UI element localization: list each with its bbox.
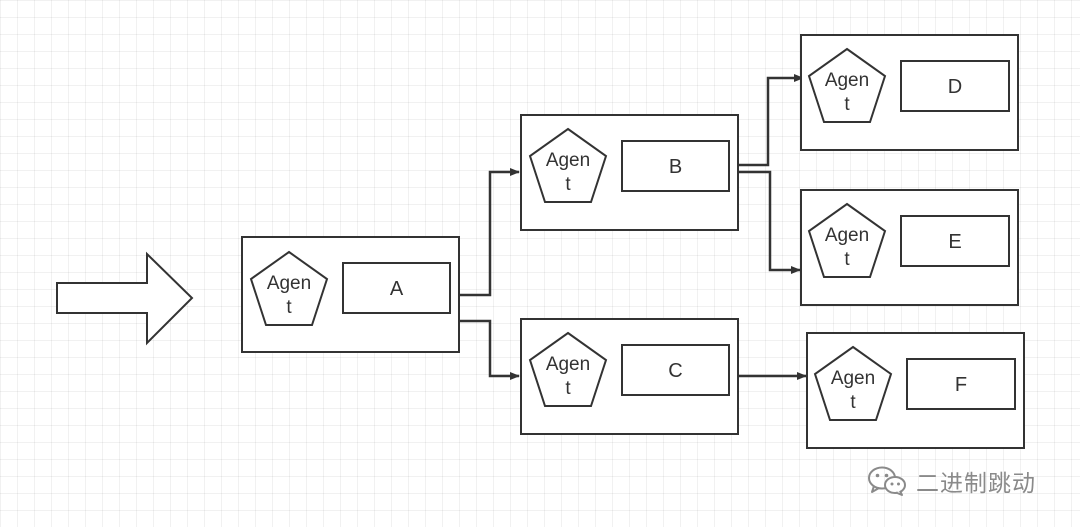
node-b: Agen t B <box>520 114 739 231</box>
edge-b-d <box>738 74 804 167</box>
agent-pentagon-icon <box>807 47 887 123</box>
agent-pentagon-icon <box>813 345 893 421</box>
agent-label: Agen <box>546 150 590 171</box>
watermark: 二进制跳动 <box>866 465 1036 497</box>
agent-pentagon-icon <box>249 250 329 326</box>
edge-a-c <box>459 319 520 380</box>
node-label: A <box>390 278 404 300</box>
edge-a-b <box>459 168 520 297</box>
agent-label-cont: t <box>565 378 571 399</box>
node-label: B <box>669 156 682 178</box>
node-label: F <box>955 374 967 396</box>
agent-label-cont: t <box>844 94 850 115</box>
agent-label: Agen <box>267 273 311 294</box>
node-c: Agen t C <box>520 318 739 435</box>
edge-b-e <box>738 170 801 274</box>
agent-label: Agen <box>825 70 869 91</box>
node-d: Agen t D <box>800 34 1019 151</box>
agent-pentagon-icon <box>807 202 887 278</box>
agent-label: Agen <box>825 225 869 246</box>
node-label: C <box>668 360 682 382</box>
watermark-text: 二进制跳动 <box>916 471 1036 497</box>
agent-label-cont: t <box>844 249 850 270</box>
agent-label: Agen <box>831 368 875 389</box>
node-a: Agen t A <box>241 236 460 353</box>
node-e: Agen t E <box>800 189 1019 306</box>
node-label: E <box>948 231 961 253</box>
input-arrow-icon <box>56 251 194 346</box>
agent-label-cont: t <box>286 297 292 318</box>
agent-pentagon-icon <box>528 127 608 203</box>
agent-label: Agen <box>546 354 590 375</box>
agent-label-cont: t <box>565 174 571 195</box>
wechat-icon <box>868 466 906 496</box>
node-label: D <box>948 76 962 98</box>
agent-pentagon-icon <box>528 331 608 407</box>
node-f: Agen t F <box>806 332 1025 449</box>
agent-label-cont: t <box>850 392 856 413</box>
connectors <box>459 74 807 380</box>
